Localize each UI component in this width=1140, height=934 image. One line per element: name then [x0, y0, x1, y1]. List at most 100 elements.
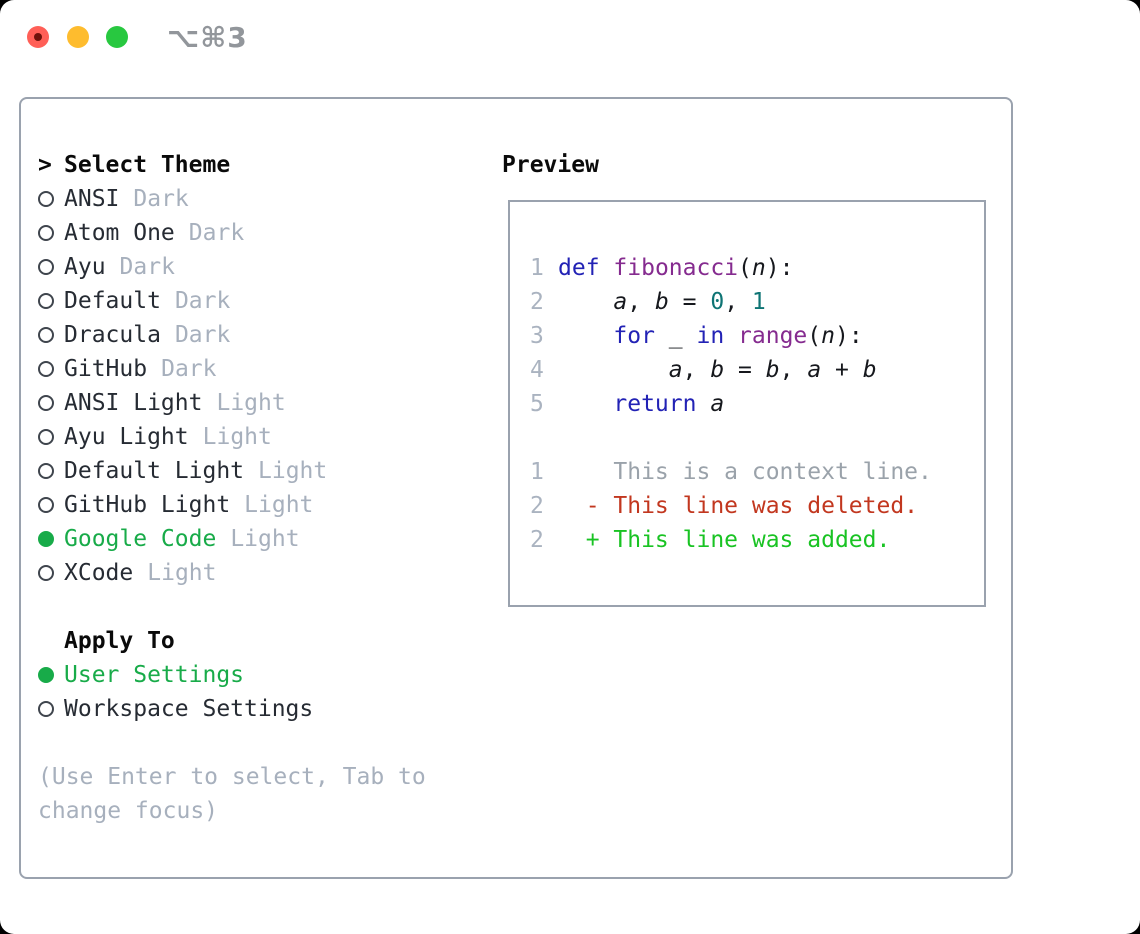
code-text: def fibonacci(n):	[558, 255, 794, 281]
radio-gutter	[38, 361, 64, 377]
diff-line-added: 2 + This line was added.	[530, 523, 932, 557]
apply-to-title: Apply To	[64, 628, 175, 654]
line-number: 1	[530, 459, 544, 485]
radio-selected-icon	[38, 531, 54, 547]
apply-option-workspace-settings[interactable]: Workspace Settings	[38, 692, 488, 726]
theme-option-default[interactable]: Default Dark	[38, 284, 488, 318]
line-number: 3	[530, 323, 544, 349]
theme-name: GitHub Light	[64, 492, 231, 518]
radio-icon	[38, 259, 54, 275]
code-text: a, b = 0, 1	[613, 289, 766, 315]
radio-gutter	[38, 259, 64, 275]
code-line: 5 return a	[530, 387, 932, 421]
apply-to-header: Apply To	[38, 624, 488, 658]
spacer	[530, 421, 932, 455]
radio-gutter	[38, 667, 64, 683]
line-number: 1	[530, 255, 544, 281]
theme-name: Ayu Light	[64, 424, 189, 450]
theme-name: Default	[64, 288, 161, 314]
code-line: 2 a, b = 0, 1	[530, 285, 932, 319]
code-line: 3 for _ in range(n):	[530, 319, 932, 353]
diff-text: + This line was added.	[558, 527, 891, 553]
code-line: 4 a, b = b, a + b	[530, 353, 932, 387]
select-theme-title: Select Theme	[64, 152, 231, 178]
theme-name: Default Light	[64, 458, 245, 484]
theme-option-ayu-light[interactable]: Ayu Light Light	[38, 420, 488, 454]
theme-variant: Dark	[188, 220, 245, 246]
radio-icon	[38, 225, 54, 241]
close-button[interactable]	[27, 26, 49, 48]
line-number: 2	[530, 527, 544, 553]
theme-option-google-code[interactable]: Google Code Light	[38, 522, 488, 556]
line-number: 4	[530, 357, 544, 383]
theme-option-default-light[interactable]: Default Light Light	[38, 454, 488, 488]
diff-line-deleted: 2 - This line was deleted.	[530, 489, 932, 523]
keyboard-hint: (Use Enter to select, Tab to change focus…	[38, 760, 488, 828]
theme-option-ansi[interactable]: ANSI Dark	[38, 182, 488, 216]
radio-gutter	[38, 701, 64, 717]
line-number: 2	[530, 289, 544, 315]
theme-variant: Light	[202, 424, 272, 450]
theme-option-atom-one[interactable]: Atom One Dark	[38, 216, 488, 250]
diff-text: This is a context line.	[558, 459, 932, 485]
theme-name: Atom One	[64, 220, 175, 246]
spacer	[38, 726, 488, 760]
apply-option-user-settings[interactable]: User Settings	[38, 658, 488, 692]
radio-gutter	[38, 191, 64, 207]
diff-sample: 1 This is a context line.2 - This line w…	[530, 455, 932, 557]
hint-text: change focus)	[38, 798, 219, 824]
hint-text: (Use Enter to select, Tab to	[38, 764, 426, 790]
radio-icon	[38, 429, 54, 445]
theme-variant: Light	[258, 458, 328, 484]
radio-gutter	[38, 429, 64, 445]
diff-text: - This line was deleted.	[558, 493, 919, 519]
radio-gutter	[38, 531, 64, 547]
radio-selected-icon	[38, 667, 54, 683]
hint-line: change focus)	[38, 794, 488, 828]
select-theme-header: > Select Theme	[38, 148, 488, 182]
theme-option-dracula[interactable]: Dracula Dark	[38, 318, 488, 352]
radio-icon	[38, 463, 54, 479]
theme-variant: Light	[244, 492, 314, 518]
code-line: 1 def fibonacci(n):	[530, 251, 932, 285]
minimize-button[interactable]	[67, 26, 89, 48]
zoom-button[interactable]	[106, 26, 128, 48]
theme-name: ANSI	[64, 186, 120, 212]
radio-gutter	[38, 293, 64, 309]
radio-icon	[38, 701, 54, 717]
theme-name: XCode	[64, 560, 134, 586]
diff-line-context: 1 This is a context line.	[530, 455, 932, 489]
theme-variant: Dark	[174, 288, 231, 314]
theme-option-xcode[interactable]: XCode Light	[38, 556, 488, 590]
preview-header: Preview	[502, 148, 599, 182]
theme-option-github-light[interactable]: GitHub Light Light	[38, 488, 488, 522]
theme-variant: Dark	[133, 186, 189, 212]
radio-gutter	[38, 565, 64, 581]
theme-name: ANSI Light	[64, 390, 203, 416]
line-number: 5	[530, 391, 544, 417]
preview-title: Preview	[502, 152, 599, 178]
apply-option-label: Workspace Settings	[64, 696, 314, 722]
theme-variant: Light	[230, 526, 300, 552]
radio-gutter	[38, 395, 64, 411]
theme-variant: Dark	[174, 322, 231, 348]
theme-name: Ayu	[64, 254, 106, 280]
line-number: 2	[530, 493, 544, 519]
prompt-gutter: >	[38, 152, 64, 178]
hint-line: (Use Enter to select, Tab to	[38, 760, 488, 794]
theme-name: Dracula	[64, 322, 161, 348]
window-shortcut-label: ⌥⌘3	[167, 21, 248, 54]
radio-icon	[38, 361, 54, 377]
code-text: return a	[613, 391, 725, 417]
theme-name: Google Code	[64, 526, 217, 552]
theme-variant: Light	[147, 560, 217, 586]
radio-icon	[38, 565, 54, 581]
